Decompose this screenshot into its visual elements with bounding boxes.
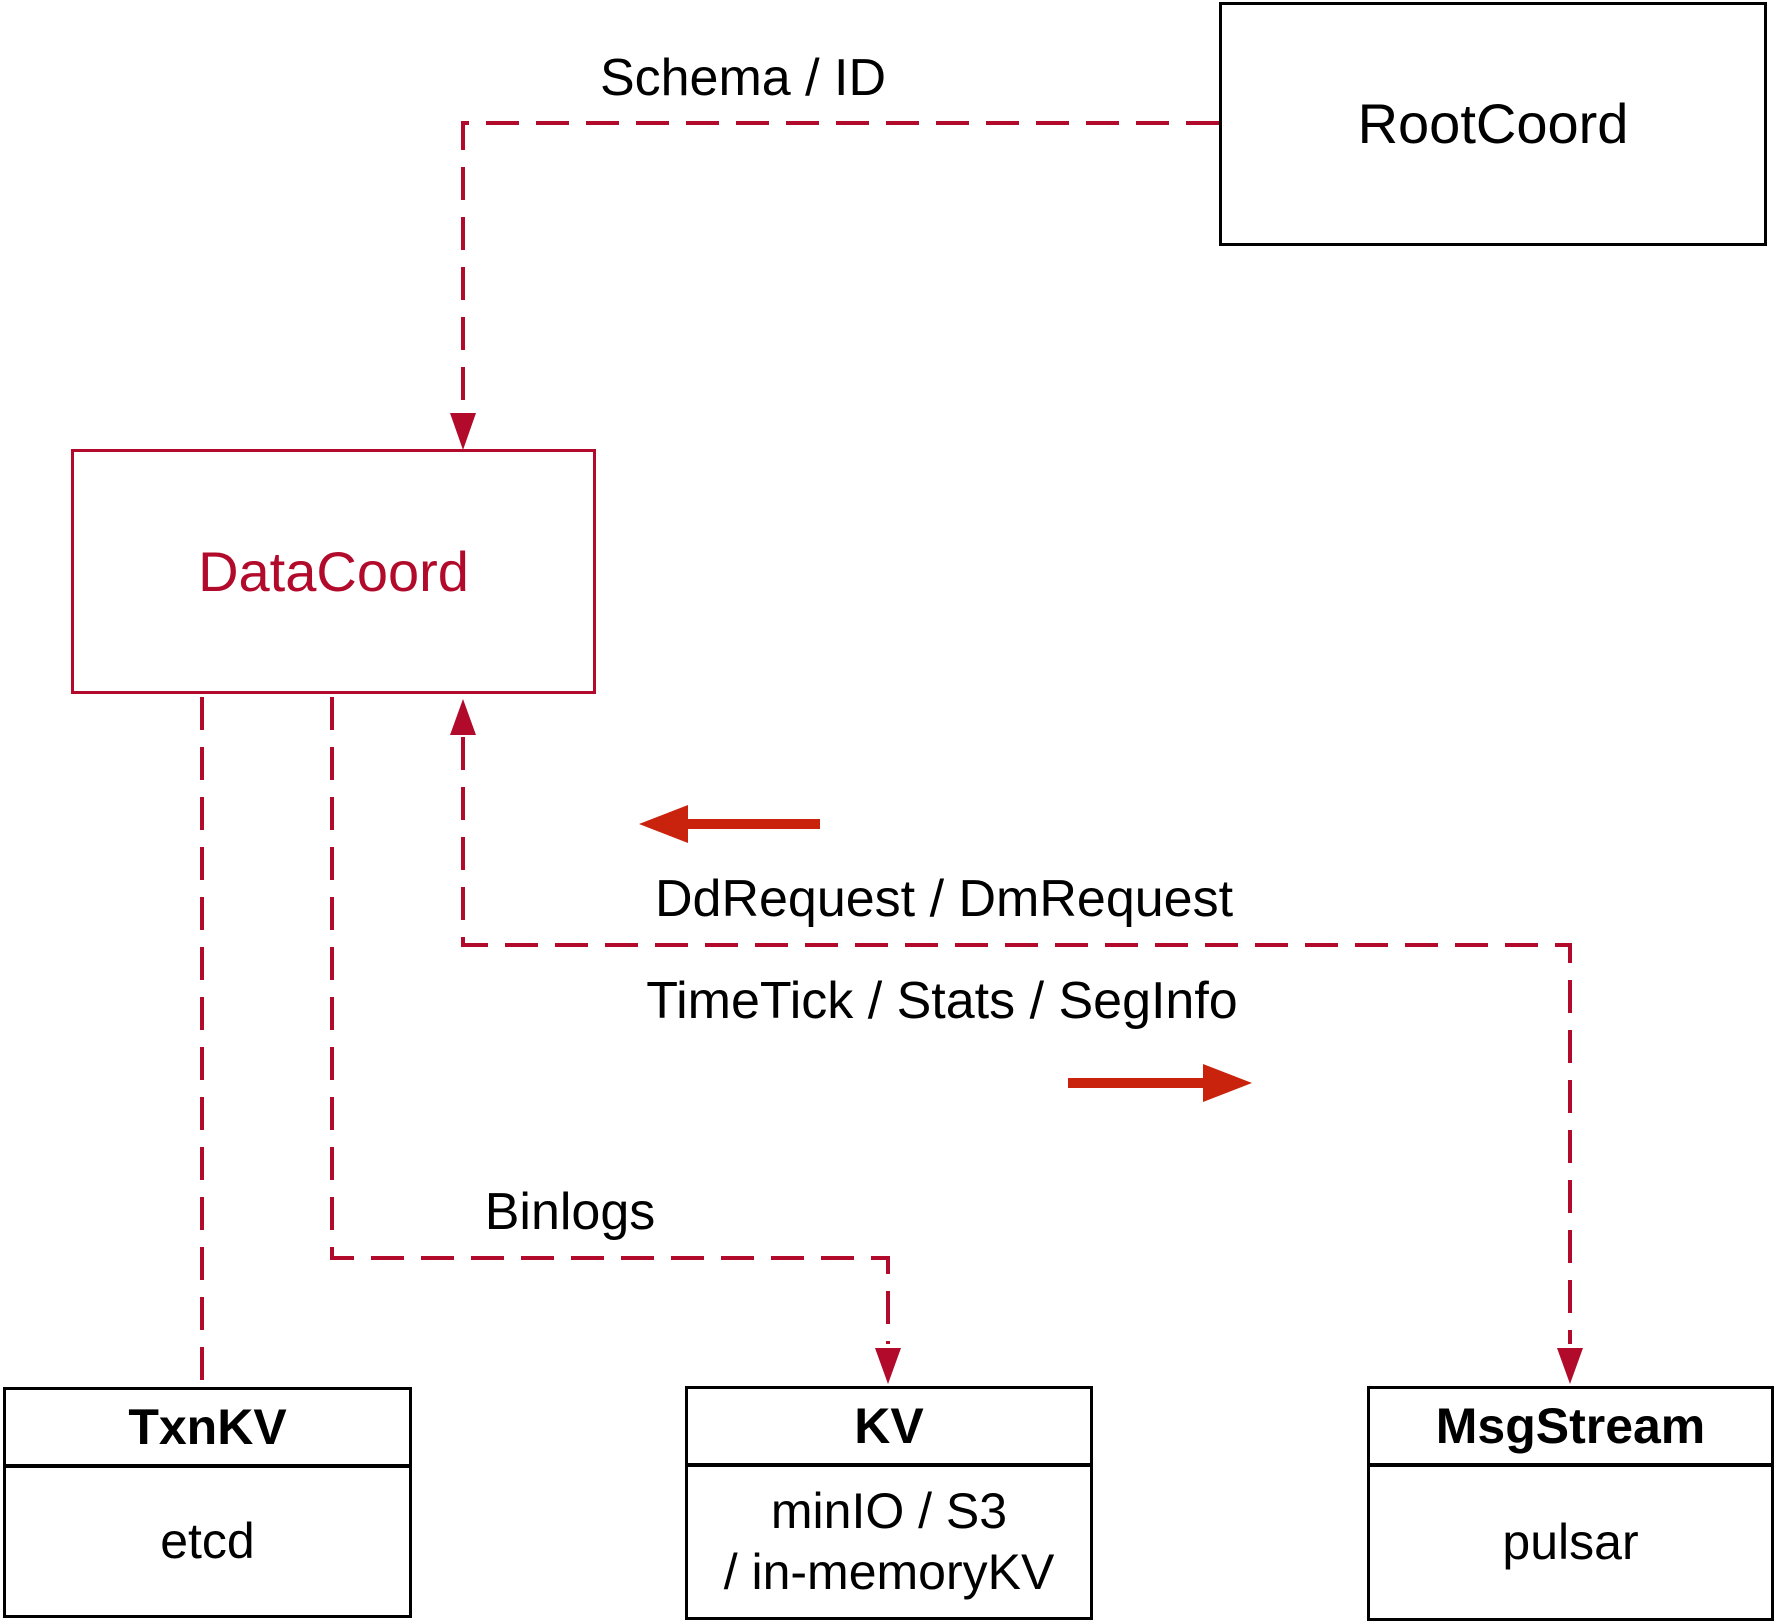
direction-arrow-left [639, 805, 820, 843]
node-msgstream: MsgStream pulsar [1367, 1386, 1774, 1621]
label-time-tick: TimeTick / Stats / SegInfo [646, 972, 1238, 1030]
kv-body-line2: / in-memoryKV [723, 1544, 1055, 1600]
node-kv: KV minIO / S3 / in-memoryKV [685, 1386, 1093, 1620]
edge-schema-id [461, 121, 1219, 412]
node-txnkv: TxnKV etcd [3, 1387, 412, 1618]
label-schema-id: Schema / ID [599, 49, 887, 107]
kv-body-line1: minIO / S3 [770, 1483, 1008, 1539]
label-binlogs: Binlogs [484, 1183, 656, 1241]
node-rootcoord: RootCoord [1219, 2, 1767, 246]
arrowhead-into-datacoord-bottom [450, 699, 476, 735]
label-dd-request: DdRequest / DmRequest [654, 870, 1234, 928]
msgstream-title: MsgStream [1370, 1389, 1771, 1467]
txnkv-body: etcd [160, 1513, 255, 1569]
rootcoord-label: RootCoord [1357, 92, 1629, 155]
edge-msgstream-bus [461, 737, 1572, 1344]
arrowhead-into-kv [875, 1348, 901, 1384]
node-datacoord: DataCoord [71, 449, 596, 694]
arrowhead-into-msgstream [1557, 1348, 1583, 1384]
edge-binlogs [330, 697, 890, 1344]
txnkv-title: TxnKV [6, 1390, 409, 1468]
datacoord-label: DataCoord [198, 539, 469, 603]
kv-title: KV [688, 1389, 1090, 1467]
direction-arrow-right [1068, 1064, 1252, 1102]
msgstream-body: pulsar [1502, 1514, 1639, 1570]
arrowhead-into-datacoord-top [450, 413, 476, 450]
